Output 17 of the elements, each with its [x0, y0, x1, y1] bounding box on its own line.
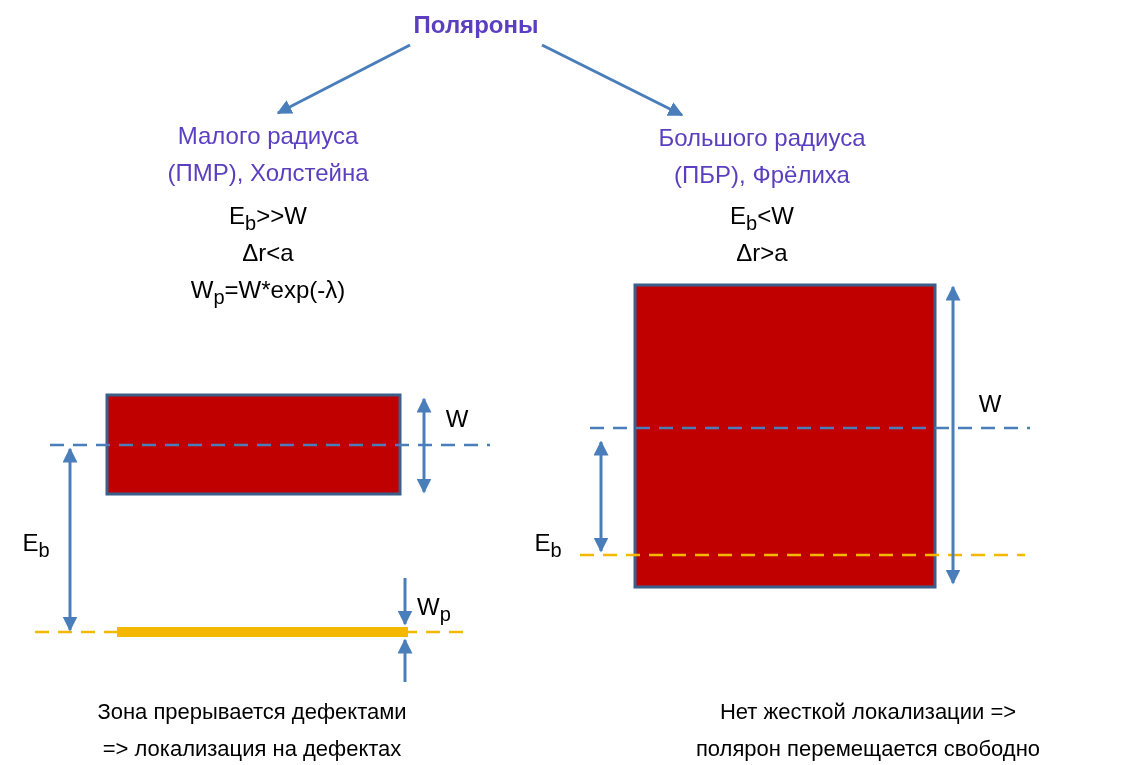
formula-text: E$_{b}$>>W [229, 201, 307, 236]
caption-text: Нет жесткой локализации => полярон перемещается свободно [694, 698, 1042, 763]
dimension-label: W [445, 404, 469, 434]
category-heading: Малого радиуса (ПМР), Холстейна [143, 117, 393, 191]
caption-text: Зона прерывается дефектами => локализация на дефектах [96, 698, 408, 763]
arrow [541, 43, 684, 117]
dimension-label: W [978, 389, 1002, 419]
formula-text: W$_{p}$=W*exp(-λ) [190, 275, 346, 310]
title-text: Поляроны [396, 6, 556, 43]
arrow [276, 43, 411, 115]
formula-text: Δr<a [242, 238, 294, 268]
dimension-label: E$_{b}$ [22, 528, 50, 563]
dimension-label: W$_{p}$ [417, 592, 451, 627]
category-heading: Большого радиуса (ПБР), Фрёлиха [652, 119, 872, 193]
formula-text: E$_{b}$<W [730, 201, 794, 236]
formula-text: Δr>a [736, 238, 788, 268]
dimension-label: E$_{b}$ [534, 528, 562, 563]
